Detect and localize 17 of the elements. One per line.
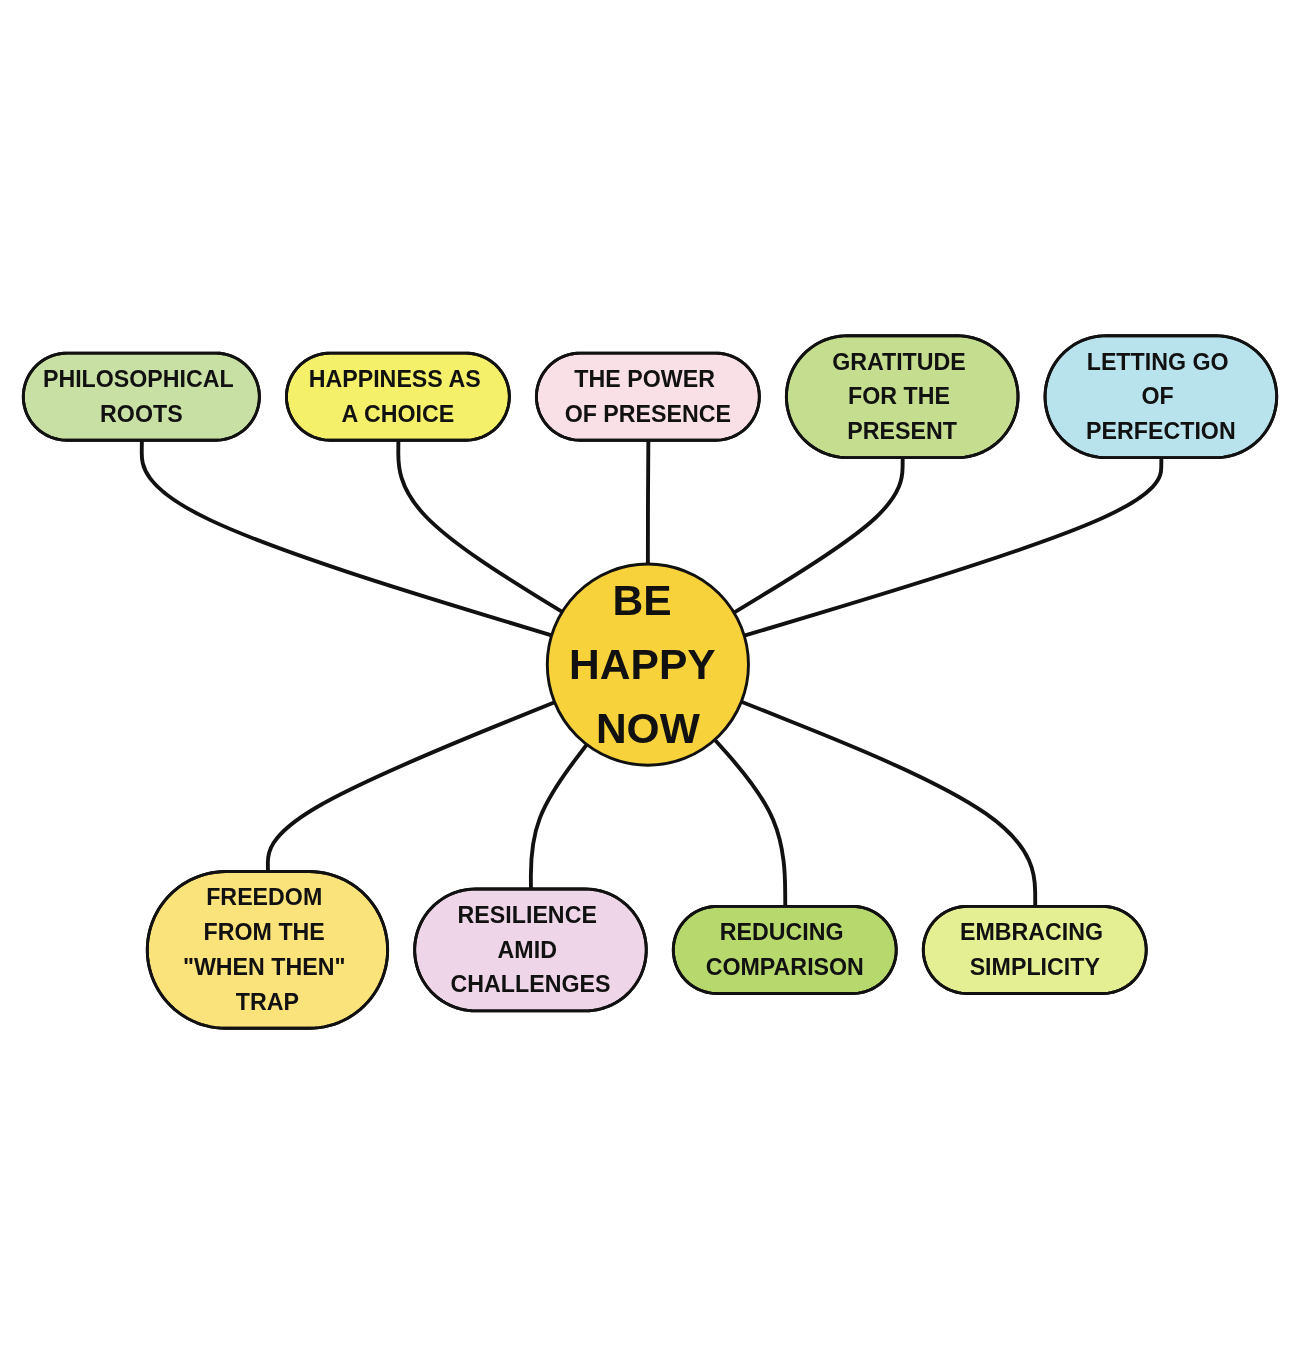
topic-bubble: FREEDOM FROM THE "WHEN THEN" TRAP	[145, 870, 390, 1030]
topic-bubble: PHILOSOPHICAL ROOTS	[21, 351, 261, 442]
topic-bubble: HAPPINESS AS A CHOICE	[285, 351, 511, 442]
topic-bubble: REDUCING COMPARISON	[671, 904, 898, 995]
connector-line	[139, 440, 553, 638]
topic-bubble: GRATITUDE FOR THE PRESENT	[784, 334, 1020, 460]
topic-bubble: RESILIENCE AMID CHALLENGES	[413, 887, 648, 1013]
connector-line	[645, 440, 651, 564]
topic-bubble: EMBRACING SIMPLICITY	[921, 904, 1148, 995]
connector-line	[732, 458, 905, 615]
connector-line	[740, 699, 1038, 907]
connector-line	[396, 440, 564, 614]
topic-bubble: THE POWER OF PRESENCE	[534, 351, 761, 442]
central-topic-circle: BE HAPPY NOW	[545, 562, 750, 767]
topic-bubble: LETTING GO OF PERFECTION	[1043, 334, 1279, 460]
connector-line	[713, 738, 788, 907]
connector-line	[743, 458, 1164, 638]
